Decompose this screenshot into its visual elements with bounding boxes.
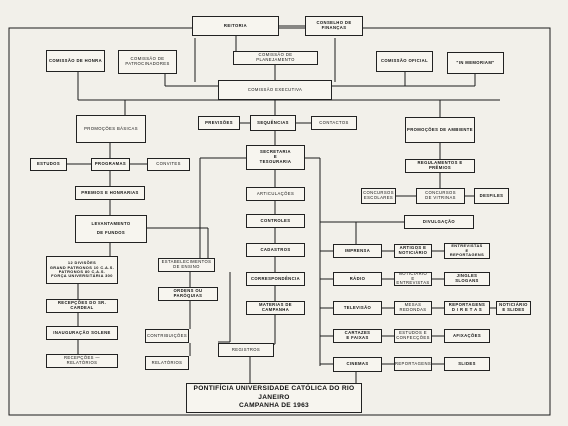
contactos-box: CONTACTOS: [311, 116, 357, 130]
promocoes-ambiente-box: PROMOÇÕES DE AMBIENTE: [405, 117, 475, 143]
promocoes-basicas-box: PROMOÇÕES BÁSICAS: [76, 115, 146, 143]
programas-box: PROGRAMAS: [91, 158, 130, 171]
reportagens-diretas-box: REPORTAGENS D I R E T A S: [444, 301, 490, 315]
slides-box: SLIDES: [444, 357, 490, 371]
registros-box: REGISTROS: [218, 343, 274, 357]
artigos-noticiario-box: ARTIGOS E NOTICIÁRIO: [394, 244, 432, 258]
imprensa-box: IMPRENSA: [333, 244, 382, 258]
comissao-oficial-box: COMISSÃO OFICIAL: [376, 51, 433, 72]
estabelecimentos-ensino-box: ESTABELECIMENTOS DE ENSINO: [158, 258, 215, 272]
materias-campanha-box: MATERIAS DE CAMPANHA: [246, 301, 305, 315]
regulamentos-premios-box: REGULAMENTOS E PRÊMIOS: [405, 159, 475, 173]
concursos-vitrinas-box: CONCURSOS DE VITRINAS: [416, 188, 465, 204]
divulgacao-box: DIVULGAÇÃO: [404, 215, 474, 229]
afixacoes-box: AFIXAÇÕES: [444, 329, 490, 343]
entrevistas-reportagens-box: ENTREVISTAS E REPORTAGENS: [444, 243, 490, 259]
premios-honrarias-box: PREMIOS E HONRARIAS: [75, 186, 145, 200]
footer-line-1: PONTIFÍCIA UNIVERSIDADE CATÓLICA DO RIO …: [193, 384, 355, 401]
contribuicoes-box: CONTRIBUIÇÕES: [145, 329, 189, 343]
sequencias-box: SEQUÊNCIAS: [250, 115, 296, 131]
comissao-planejamento-box: COMISSÃO DE PLANEJAMENTO: [233, 51, 318, 65]
cartazes-faixas-box: CARTAZES E FAIXAS: [333, 329, 382, 343]
relatorios-box: RELATÓRIOS: [145, 356, 189, 370]
concursos-escolares-box: CONCURSOS ESCOLARES: [361, 188, 396, 204]
cinemas-box: CINEMAS: [333, 357, 382, 372]
convites-box: CONVITES: [147, 158, 190, 171]
desfiles-box: DESFILES: [474, 188, 509, 204]
estudos-box: ESTUDOS: [30, 158, 67, 171]
cadastros-box: CADASTROS: [246, 243, 305, 257]
reportagens-cinema-box: REPORTAGENS: [394, 357, 432, 371]
comissao-executiva-box: COMISSÃO EXECUTIVA: [218, 80, 332, 100]
radio-box: RÁDIO: [333, 272, 382, 286]
comissao-patrocinadores-box: COMISSÃO DE PATROCINADORES: [118, 50, 177, 74]
conselho-financas-box: CONSELHO DE FINANÇAS: [305, 16, 363, 36]
recepcoes-cardeal-box: RECEPÇÕES DO SR. CARDEAL: [46, 299, 118, 313]
comissao-honra-box: COMISSÃO DE HONRA: [46, 50, 105, 72]
mesas-redondas-box: MESAS REDONDAS: [394, 301, 432, 315]
inauguracao-solene-box: INAUGURAÇÃO SOLENE: [46, 326, 118, 340]
correspondencia-box: CORRESPONDÊNCIA: [246, 272, 305, 286]
estudos-confeccoes-box: ESTUDOS E CONFECÇÕES: [394, 329, 432, 343]
recepcoes-relatorios-box: RECEPÇÕES — RELATÓRIOS: [46, 354, 118, 368]
televisao-box: TELEVISÃO: [333, 301, 382, 315]
levantamento-fundos-box: LEVANTAMENTO DE FUNDOS: [75, 215, 147, 243]
ordens-paroquias-box: ORDENS OU PARÓQUIAS: [158, 287, 218, 301]
previsoes-box: PREVISÕES: [198, 116, 240, 130]
jingles-slogans-box: JINGLES SLOGANS: [444, 272, 490, 286]
noticiario-radio-box: NOTICIÁRIO E ENTREVISTAS: [394, 272, 432, 286]
footer-title: PONTIFÍCIA UNIVERSIDADE CATÓLICA DO RIO …: [186, 383, 362, 413]
articulacoes-box: ARTICULAÇÕES: [246, 187, 305, 201]
controles-box: CONTROLES: [246, 214, 305, 228]
reitoria-box: REITORIA: [192, 16, 279, 36]
footer-line-2: CAMPANHA DE 1963: [238, 402, 310, 410]
noticiario-slides-box: NOTICIÁRIO E SLIDES: [496, 301, 531, 315]
secretaria-tesouraria-box: SECRETARIA E TESOURARIA: [246, 145, 305, 170]
in-memoriam-box: "IN MEMORIAM": [447, 52, 504, 74]
divisoes-box: 12 DIVISÕES GRAND PATRONOS 10 C.A.S. PAT…: [46, 256, 118, 284]
